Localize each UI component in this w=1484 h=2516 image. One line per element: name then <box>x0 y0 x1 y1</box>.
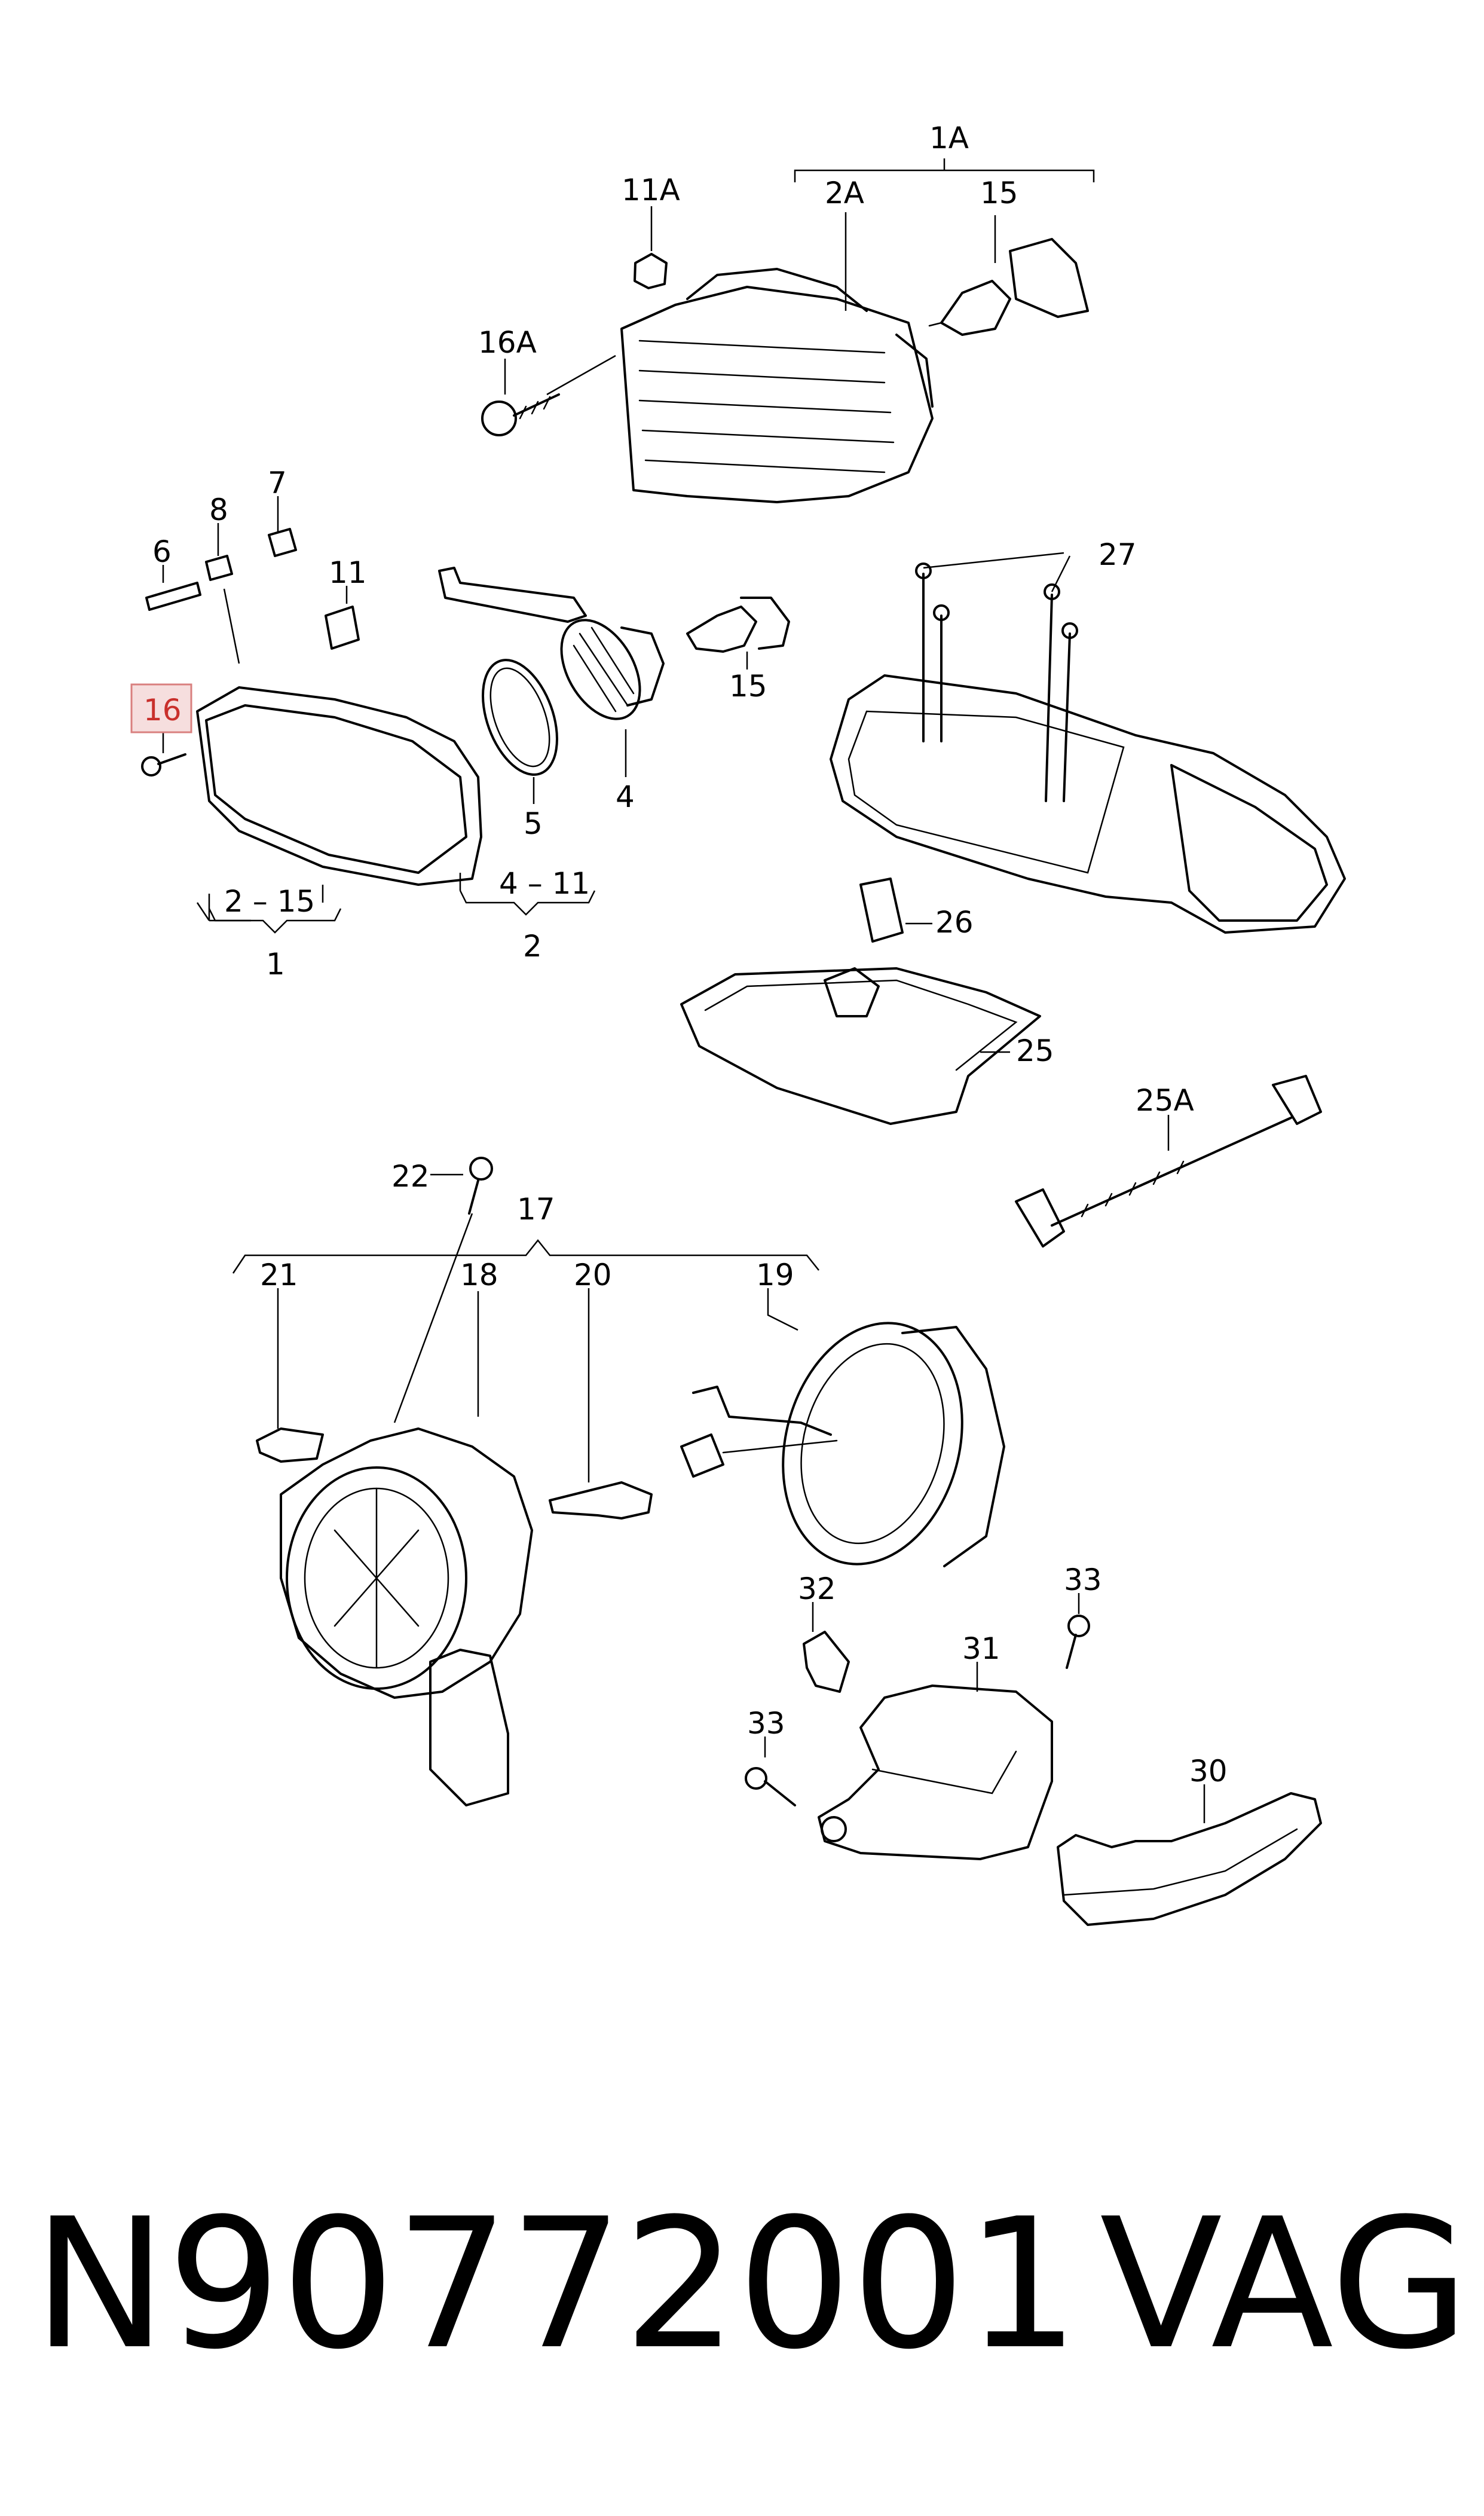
mirror-base-25 <box>680 967 1041 1125</box>
label-33-top: 33 <box>1064 1563 1102 1597</box>
fog-lamp-17-group <box>232 1157 1005 1806</box>
label-25: 25 <box>1016 1034 1054 1068</box>
footer: N90772001 VAG <box>33 2180 1469 2389</box>
label-7: 7 <box>268 466 287 500</box>
label-16A: 16A <box>478 325 537 360</box>
label-27: 27 <box>1099 537 1137 572</box>
mirror-housing <box>830 674 1346 934</box>
screws-27 <box>915 562 1078 802</box>
ring-5 <box>482 659 558 804</box>
fog-lamp-housing-18 <box>280 1427 533 1806</box>
fog-lamp-housing-2A <box>620 268 934 503</box>
screw-33-bottom <box>745 1737 796 1806</box>
screw-22 <box>393 1157 493 1423</box>
label-20: 20 <box>574 1258 612 1292</box>
brand-name: VAG <box>1100 2180 1469 2389</box>
label-1: 1 <box>266 947 285 982</box>
label-4-11: 4 – 11 <box>499 866 590 901</box>
mirror-group <box>680 552 1346 1248</box>
label-26: 26 <box>935 905 974 940</box>
bolt-6 <box>145 565 201 611</box>
reflector-19 <box>680 1288 1005 1567</box>
socket-32 <box>803 1602 850 1693</box>
label-15-top: 15 <box>980 176 1018 210</box>
label-32: 32 <box>798 1572 836 1606</box>
label-2-15: 2 – 15 <box>224 884 315 919</box>
socket-26 <box>859 878 932 943</box>
labels-layer: 1A 2A 15 11A 16A 7 8 6 11 15 16 5 4 2 – … <box>130 121 1228 1789</box>
sleeve-8 <box>205 523 233 581</box>
fog-lamp-housing-1 <box>196 686 482 886</box>
label-30: 30 <box>1189 1754 1228 1789</box>
clip-11 <box>325 586 360 650</box>
label-5: 5 <box>524 806 543 841</box>
label-21: 21 <box>260 1258 298 1292</box>
label-25A: 25A <box>1136 1083 1194 1118</box>
adjuster-4 <box>438 567 665 777</box>
bulb-15-left <box>686 597 790 669</box>
part-number: N90772001 <box>33 2180 1079 2389</box>
label-2: 2 <box>523 929 542 964</box>
label-16-highlighted: 16 <box>143 693 182 727</box>
fog-lamp-1-group <box>141 496 790 934</box>
label-15-left: 15 <box>729 669 767 704</box>
label-11: 11 <box>329 555 367 590</box>
trim-30 <box>1057 1784 1322 1926</box>
label-31: 31 <box>962 1631 1000 1666</box>
label-1A: 1A <box>929 121 969 155</box>
clip-21 <box>256 1288 324 1463</box>
cover-group <box>745 1593 1322 1926</box>
label-22: 22 <box>391 1159 430 1194</box>
screw-16 <box>141 732 186 776</box>
cover-31 <box>818 1662 1053 1860</box>
clip-7 <box>268 496 297 557</box>
label-8: 8 <box>209 493 228 527</box>
label-6: 6 <box>152 534 172 569</box>
cable-25A <box>1015 1075 1322 1248</box>
bulb-20 <box>549 1288 653 1520</box>
label-4: 4 <box>616 779 635 814</box>
label-11A: 11A <box>622 173 680 207</box>
screw-33-top <box>1066 1593 1090 1669</box>
label-19: 19 <box>756 1258 794 1292</box>
clip-11A <box>634 206 668 289</box>
fog-lamp-1A-group <box>481 158 1095 503</box>
label-18: 18 <box>460 1258 498 1292</box>
label-2A: 2A <box>825 176 864 210</box>
screw-16A <box>481 354 616 436</box>
highlight-box-16 <box>130 683 192 733</box>
label-33-bottom: 33 <box>747 1706 785 1741</box>
bulb-15-top <box>928 238 1089 336</box>
label-17: 17 <box>517 1192 555 1227</box>
